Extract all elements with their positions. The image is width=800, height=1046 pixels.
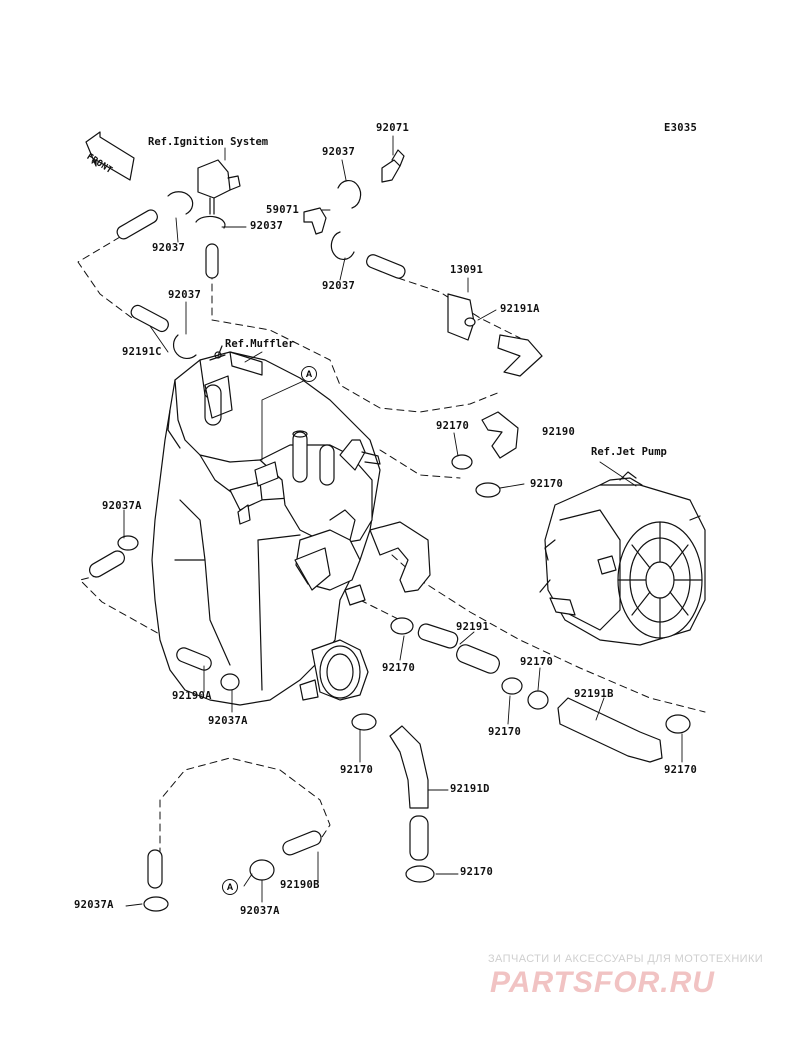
hoses — [89, 209, 663, 889]
part-92191a: 92191A — [500, 303, 540, 315]
ref-ignition-system: Ref.Ignition System — [148, 136, 269, 148]
part-59071: 59071 — [266, 204, 300, 216]
callout-a-bottom: A — [222, 879, 238, 895]
part-92170-upper-2: 92170 — [530, 478, 564, 490]
part-92037-left: 92037 — [152, 242, 186, 254]
part-92170-right: 92170 — [664, 764, 698, 776]
part-92191d: 92191D — [450, 783, 490, 795]
callout-a-top: A — [301, 366, 317, 382]
front-arrow-icon — [85, 131, 135, 181]
watermark-tagline: ЗАПЧАСТИ И АКСЕССУАРЫ ДЛЯ МОТОТЕХНИКИ — [488, 953, 764, 965]
muffler-assembly — [151, 345, 431, 706]
part-92170-upper: 92170 — [436, 420, 470, 432]
part-92170-bottom: 92170 — [460, 866, 494, 878]
part-92071: 92071 — [376, 122, 410, 134]
ref-muffler: Ref.Muffler — [225, 338, 295, 350]
part-92037a-left: 92037A — [102, 500, 142, 512]
part-92037-right: 92037 — [322, 280, 356, 292]
part-92037-ring: 92037 — [250, 220, 284, 232]
ref-jet-pump: Ref.Jet Pump — [591, 446, 667, 458]
ignition-connector — [197, 159, 241, 215]
part-13091: 13091 — [450, 264, 484, 276]
part-92170-low-2: 92170 — [340, 764, 374, 776]
jet-pump — [539, 471, 706, 646]
part-92037a-bottom-mid: 92037A — [240, 905, 280, 917]
part-92190a: 92190A — [172, 690, 212, 702]
part-92191b: 92191B — [574, 688, 614, 700]
part-92191: 92191 — [456, 621, 490, 633]
part-92037a-bottom-left: 92037A — [74, 899, 114, 911]
part-92037-mid: 92037 — [168, 289, 202, 301]
part-92170-low: 92170 — [488, 726, 522, 738]
part-92037a-mid: 92037A — [208, 715, 248, 727]
part-92170-mid: 92170 — [520, 656, 554, 668]
hose-clamps — [117, 454, 691, 912]
part-92170-mid-left: 92170 — [382, 662, 416, 674]
part-92191c: 92191C — [122, 346, 162, 358]
part-92037-top: 92037 — [322, 146, 356, 158]
diagram-code: E3035 — [664, 122, 698, 134]
part-92190: 92190 — [542, 426, 576, 438]
watermark-logo: PARTSFOR.RU — [490, 966, 715, 999]
part-92190b: 92190B — [280, 879, 320, 891]
